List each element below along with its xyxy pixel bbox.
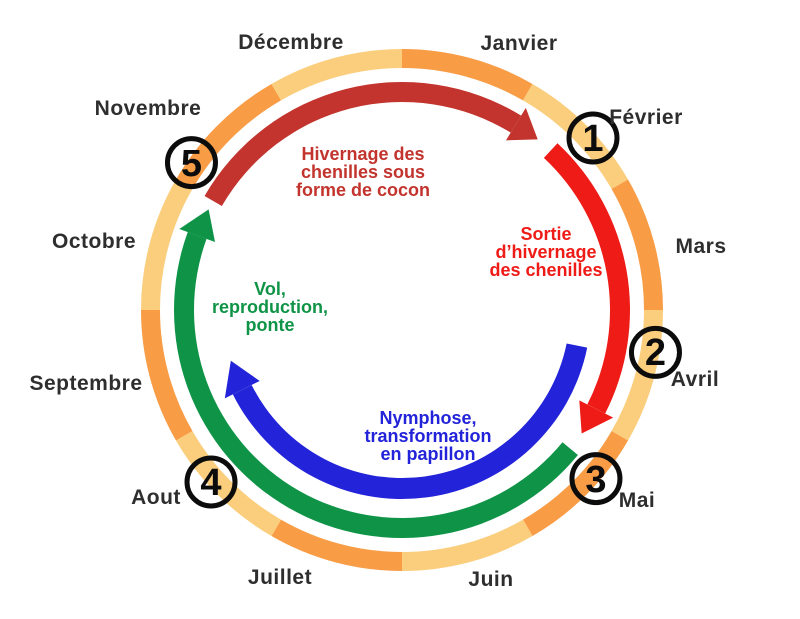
month-label-decembre: Décembre (238, 31, 344, 54)
month-segment-mars (611, 179, 663, 310)
month-segment-juillet (271, 519, 402, 571)
phase-label-nymphose: Nymphose, transformation en papillon (364, 408, 492, 464)
month-segment-septembre (141, 310, 193, 441)
month-segment-janvier (402, 49, 533, 101)
step-marker-circle-1 (566, 111, 620, 165)
month-label-janvier: Janvier (480, 32, 558, 55)
month-label-aout: Aout (131, 486, 181, 509)
step-marker-5: 5 (180, 142, 203, 185)
phase-arrowhead-hivernage (505, 107, 538, 141)
month-segment-novembre (175, 83, 281, 189)
month-label-juin: Juin (468, 568, 514, 591)
phase-arrowhead-vol-reproduction-ponte (179, 209, 216, 242)
step-marker-circle-2 (628, 325, 682, 379)
phase-arrowhead-nymphose (224, 360, 260, 399)
step-marker-circle-4 (184, 455, 238, 509)
phase-arrowhead-sortie-hivernage (579, 400, 614, 434)
phase-label-vol-reproduction-ponte: Vol, reproduction, ponte (212, 279, 328, 335)
phase-arc-nymphose (232, 343, 588, 499)
month-label-avril: Avril (670, 368, 720, 391)
month-label-juillet: Juillet (247, 566, 313, 589)
phase-arc-hivernage (204, 81, 522, 206)
step-marker-circle-3 (569, 452, 623, 506)
step-marker-1: 1 (582, 118, 604, 161)
month-label-octobre: Octobre (51, 230, 137, 253)
step-marker-circle-5 (164, 136, 218, 190)
step-marker-2: 2 (644, 332, 667, 375)
month-segment-décembre (271, 49, 402, 101)
month-label-fevrier: Février (609, 106, 683, 129)
month-segment-avril (611, 310, 663, 441)
phase-label-hivernage: Hivernage des chenilles sous forme de co… (295, 144, 431, 200)
phase-arc-sortie-hivernage (543, 143, 630, 414)
month-segment-octobre (141, 179, 193, 310)
step-marker-4: 4 (200, 461, 222, 504)
month-segment-juin (402, 519, 533, 571)
phase-label-sortie-hivernage: Sortie d’hivernage des chenilles (489, 224, 603, 280)
month-label-novembre: Novembre (94, 97, 202, 120)
month-label-mai: Mai (618, 489, 656, 512)
month-label-mars: Mars (675, 235, 727, 258)
step-marker-3: 3 (585, 458, 607, 501)
month-label-septembre: Septembre (29, 372, 143, 395)
